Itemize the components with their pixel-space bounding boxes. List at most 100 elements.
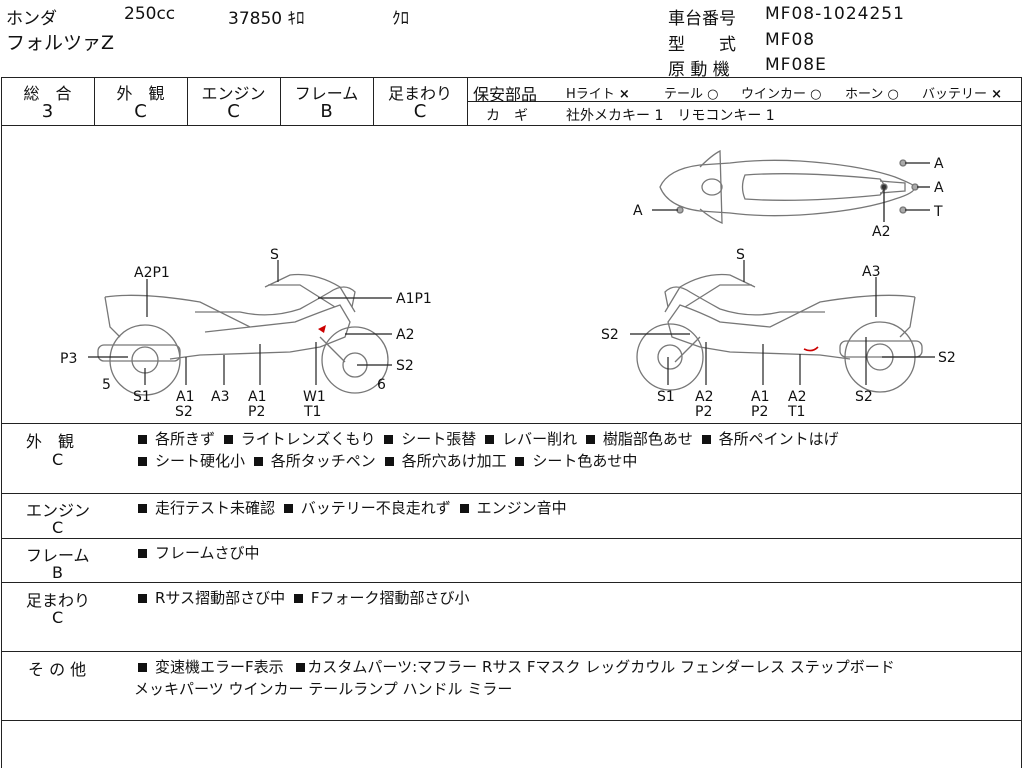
grade-frame-label: フレーム: [294, 84, 359, 103]
diagram-label: S: [270, 247, 279, 263]
diagram-label: A1P1: [396, 291, 432, 307]
diagram-label: A1: [751, 389, 769, 405]
keys-label: カ ギ: [486, 108, 528, 124]
note-item: バッテリー不良走れず: [300, 499, 451, 517]
frame-no-label: 車台番号: [668, 9, 736, 29]
maker: ホンダ: [6, 9, 57, 29]
col-divider: [187, 78, 188, 125]
notes-other-line2: メッキパーツ ウインカー テールランプ ハンドル ミラー: [134, 680, 513, 698]
diagram-label: A2P1: [134, 265, 170, 281]
diagram-label: A2: [788, 389, 806, 405]
safety-item-name: ウインカー: [741, 87, 807, 102]
type-label: 型 式: [668, 35, 736, 55]
notes-suspension-line: Rサス摺動部さび中 Fフォーク摺動部さび小: [134, 587, 470, 608]
notes-exterior-line2: シート硬化小 各所タッチペン 各所穴あけ加工 シート色あせ中: [134, 450, 637, 471]
notes-engine-grade: C: [52, 518, 64, 537]
note-item: レバー削れ: [502, 430, 578, 448]
damage-diagram: A A A T A2 S A2P1 A1P1 A2 S2 P3 5 6 S1: [60, 149, 956, 420]
grade-exterior: C: [134, 101, 147, 122]
engine-value: MF08E: [765, 55, 827, 75]
safety-mark: ○: [887, 87, 899, 102]
safety-mark: ○: [810, 87, 822, 102]
grade-suspension: C: [413, 101, 427, 122]
rule-top: [1, 77, 1022, 78]
notes-suspension-grade: C: [52, 608, 64, 627]
diagram-label: S2: [601, 327, 619, 343]
safety-item-horn: ホーン ○: [845, 83, 899, 102]
note-item: 走行テスト未確認: [155, 499, 276, 517]
scooter-left-side: [97, 273, 389, 396]
col-divider: [280, 78, 281, 125]
damage-mark: [318, 325, 326, 333]
rule-diagram-bottom: [1, 423, 1022, 424]
note-item: ライトレンズくもり: [240, 430, 376, 448]
rule-engine-bottom: [1, 538, 1022, 539]
mileage: 37850 ｷﾛ: [228, 9, 305, 29]
diagram-label: 6: [377, 377, 386, 393]
note-item: Rサス摺動部さび中: [155, 589, 286, 607]
safety-mark: ×: [991, 87, 1003, 102]
note-item: 各所きず: [155, 430, 216, 448]
safety-item-tail: テール ○: [664, 83, 719, 102]
color: ｸﾛ: [392, 9, 409, 29]
scooter-right-side: [636, 273, 923, 393]
top-view-leaders: [652, 162, 930, 222]
note-item: シート色あせ中: [532, 452, 638, 470]
diagram-label: S2: [855, 389, 873, 405]
diagram-label: A: [633, 203, 643, 219]
note-item: カスタムパーツ:マフラー Rサス Fマスク レッグカウル フェンダーレス ステッ…: [307, 658, 895, 676]
diagram-label: A2: [695, 389, 713, 405]
diagram-label: A1: [176, 389, 194, 405]
notes-frame-grade: B: [52, 563, 63, 582]
safety-label: 保安部品: [473, 85, 538, 104]
rule-frame-bottom: [1, 582, 1022, 583]
diagram-label: S: [736, 247, 745, 263]
diagram-label: P2: [695, 404, 712, 420]
grade-engine: C: [227, 101, 240, 122]
note-item: 各所タッチペン: [270, 452, 376, 470]
rule-grades-bottom: [1, 125, 1022, 126]
col-divider: [94, 78, 95, 125]
diagram-label: A: [934, 156, 944, 172]
note-item: 樹脂部色あせ: [602, 430, 693, 448]
rule-safety: [467, 101, 1022, 102]
safety-item-name: テール: [664, 87, 704, 102]
grade-suspension-label: 足まわり: [387, 84, 452, 103]
diagram-label: P2: [751, 404, 768, 420]
note-item: 各所穴あけ加工: [401, 452, 507, 470]
keys-value: 社外メカキー 1 リモコンキー 1: [566, 108, 775, 124]
diagram-label: A3: [211, 389, 229, 405]
notes-other-label: そ の 他: [28, 660, 87, 679]
grade-overall: 3: [41, 101, 54, 122]
notes-exterior-grade: C: [52, 450, 64, 469]
safety-item-name: ホーン: [845, 87, 884, 102]
note-item: フレームさび中: [155, 544, 260, 562]
note-item: Fフォーク摺動部さび小: [310, 589, 470, 607]
safety-item-headlight: Hライト ×: [566, 83, 630, 102]
diagram-label: A1: [248, 389, 266, 405]
safety-item-name: バッテリー: [922, 87, 988, 102]
notes-frame-label: フレーム: [26, 546, 90, 565]
col-divider: [467, 78, 468, 125]
engine-label: 原 動 機: [668, 60, 730, 80]
rule-exterior-bottom: [1, 493, 1022, 494]
diagram-label: S1: [133, 389, 151, 405]
safety-mark: ×: [618, 87, 630, 102]
damage-mark: [803, 346, 819, 352]
diagram-label: A3: [862, 264, 880, 280]
notes-other-line1: 変速機エラーF表示 カスタムパーツ:マフラー Rサス Fマスク レッグカウル フ…: [134, 656, 895, 677]
frame-no: MF08-1024251: [765, 4, 905, 24]
diagram-label: P3: [60, 351, 77, 367]
displacement: 250cc: [124, 4, 176, 24]
safety-item-winker: ウインカー ○: [741, 83, 822, 102]
diagram-label: S2: [396, 358, 414, 374]
diagram-label: A2: [872, 224, 890, 240]
notes-engine-label: エンジン: [26, 501, 91, 520]
diagram-label: A2: [396, 327, 414, 343]
scooter-top-view: [659, 149, 919, 224]
note-item: 変速機エラーF表示: [155, 658, 284, 676]
type-value: MF08: [765, 30, 816, 50]
diagram-label: S2: [175, 404, 193, 420]
model-name: フォルツァZ: [6, 32, 115, 54]
diagram-label: P2: [248, 404, 265, 420]
